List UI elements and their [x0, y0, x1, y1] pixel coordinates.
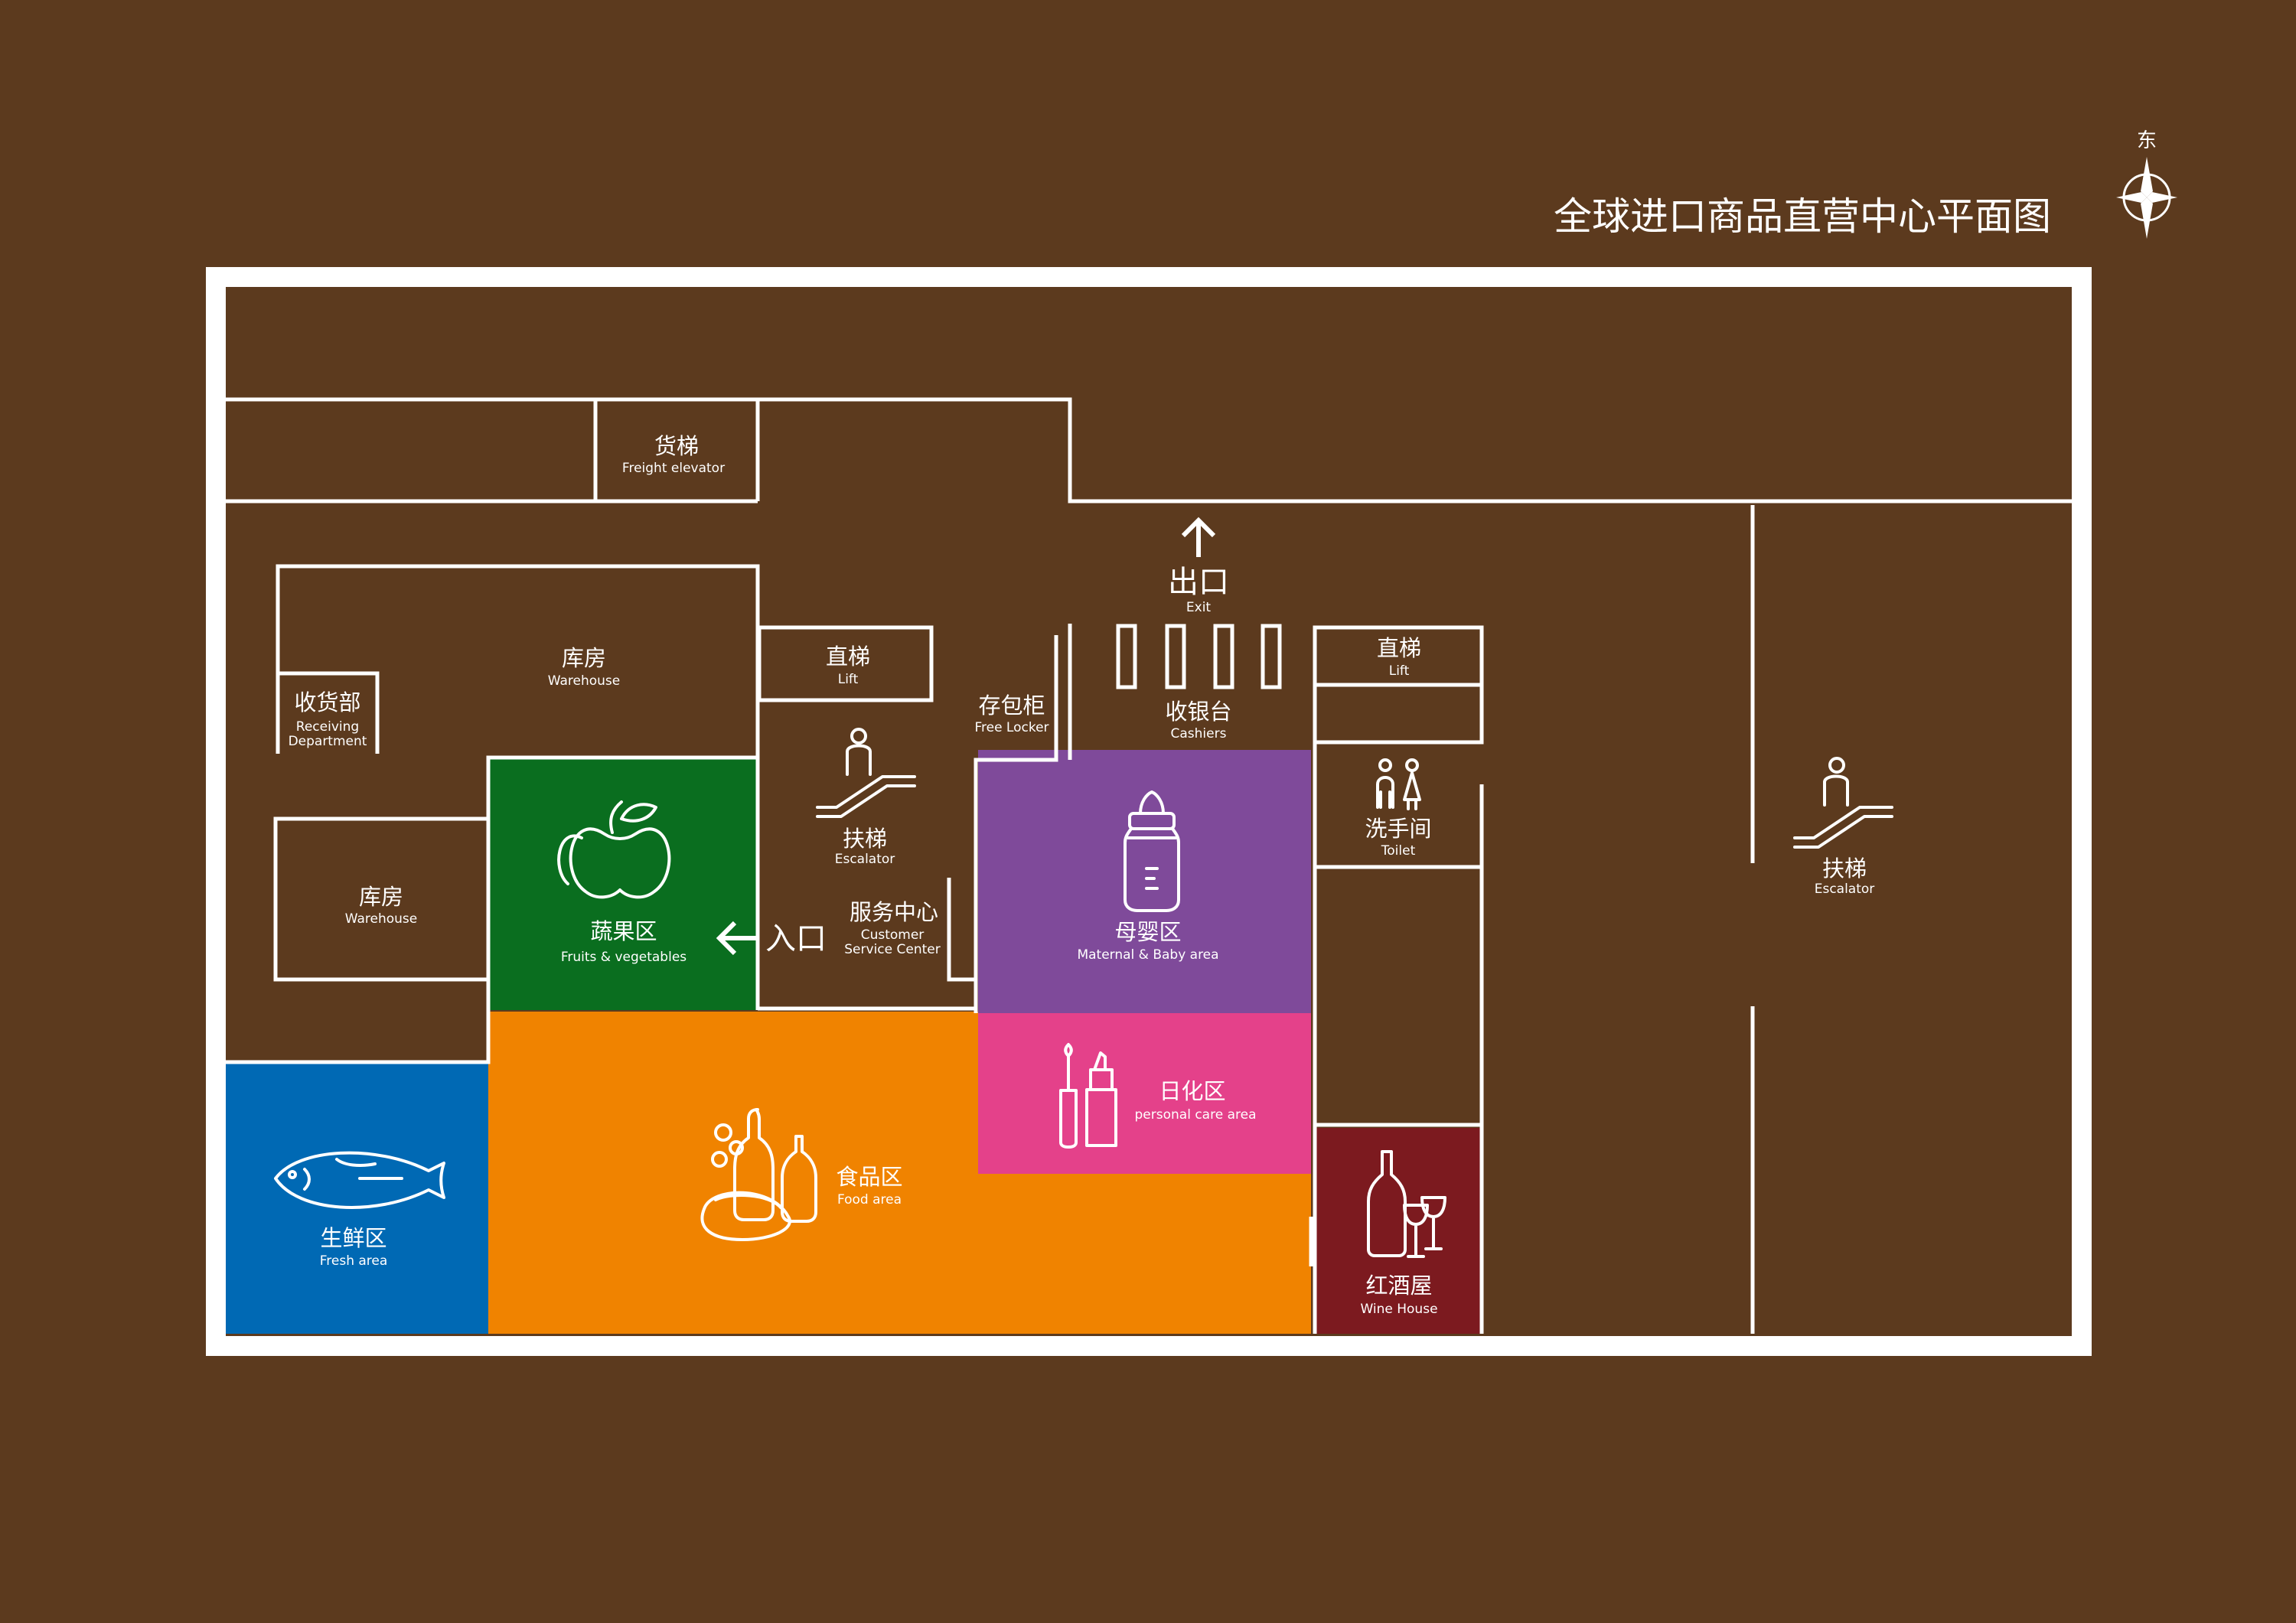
zone-personal-care: [978, 1013, 1311, 1174]
locker-label-en: Free Locker: [974, 720, 1049, 735]
escalator-2-label: 扶梯: [1822, 855, 1867, 882]
compass-label: 东: [2137, 129, 2157, 152]
lift-1-label-en: Lift: [838, 672, 859, 687]
maternal-label: 母婴区: [1114, 919, 1181, 945]
maternal-label-en: Maternal & Baby area: [1077, 947, 1218, 963]
compass-icon: 东: [2116, 129, 2177, 239]
wine-label: 红酒屋: [1365, 1273, 1432, 1299]
fresh-label-en: Fresh area: [320, 1253, 388, 1269]
zone-fruits: [488, 758, 758, 1010]
warehouse-1-label-en: Warehouse: [548, 673, 620, 689]
zone-maternal: [978, 750, 1311, 1013]
escalator-1-label: 扶梯: [843, 826, 887, 852]
entrance-label: 入口: [765, 921, 827, 957]
escalator-1-label-en: Escalator: [835, 852, 895, 867]
personal-care-label-en: personal care area: [1135, 1107, 1257, 1123]
arrow-left-icon: [716, 921, 758, 956]
receiving-label-en-2: Department: [289, 734, 367, 749]
toilet-label: 洗手间: [1365, 816, 1431, 842]
outer-wall: [206, 267, 2092, 1356]
receiving-label-en-1: Receiving: [296, 719, 359, 735]
fish-icon: [274, 1151, 445, 1209]
warehouse-2-label-en: Warehouse: [345, 911, 417, 927]
service-label-en-1: Customer: [861, 927, 925, 943]
zone-wine: [1315, 1128, 1482, 1334]
food-label: 食品区: [836, 1164, 902, 1190]
service-label-en-2: Service Center: [844, 942, 940, 957]
interior-walls: [226, 397, 2072, 1334]
cashier-counters: [1116, 624, 1282, 689]
toilet-label-en: Toilet: [1381, 843, 1416, 859]
zone-food: [488, 1012, 1311, 1334]
baby-bottle-icon: [1124, 790, 1180, 912]
exit-label: 出口: [1168, 565, 1229, 600]
freight-elevator-label: 货梯: [654, 433, 699, 459]
receiving-label: 收货部: [294, 689, 360, 715]
food-icon: [700, 1108, 817, 1241]
fruits-label-en: Fruits & vegetables: [561, 950, 687, 965]
warehouse-1-label: 库房: [562, 645, 606, 671]
cosmetics-icon: [1059, 1043, 1117, 1149]
map-title: 全球进口商品直营中心平面图: [1554, 194, 2051, 239]
service-label: 服务中心: [850, 899, 938, 925]
freight-elevator-label-en: Freight elevator: [622, 461, 725, 476]
escalator-icon: [816, 728, 916, 818]
arrow-up-icon: [1181, 517, 1216, 557]
personal-care-label: 日化区: [1159, 1078, 1225, 1104]
escalator-2-label-en: Escalator: [1815, 882, 1875, 897]
escalator-icon: [1793, 757, 1893, 849]
lift-2-label: 直梯: [1377, 635, 1421, 661]
fruits-label: 蔬果区: [590, 918, 657, 944]
food-label-en: Food area: [837, 1192, 902, 1207]
locker-label: 存包柜: [978, 693, 1045, 719]
zone-fresh: [226, 1064, 488, 1334]
cashiers-label-en: Cashiers: [1171, 726, 1227, 741]
cashiers-label: 收银台: [1165, 699, 1231, 725]
lift-2-label-en: Lift: [1389, 663, 1410, 679]
toilet-icon: [1376, 758, 1421, 810]
lift-1-label: 直梯: [826, 644, 870, 670]
fresh-label: 生鲜区: [320, 1225, 386, 1251]
apple-icon: [557, 800, 671, 899]
wine-label-en: Wine House: [1360, 1302, 1437, 1317]
warehouse-2-label: 库房: [359, 884, 403, 910]
exit-label-en: Exit: [1186, 600, 1212, 615]
wine-icon: [1367, 1150, 1446, 1258]
